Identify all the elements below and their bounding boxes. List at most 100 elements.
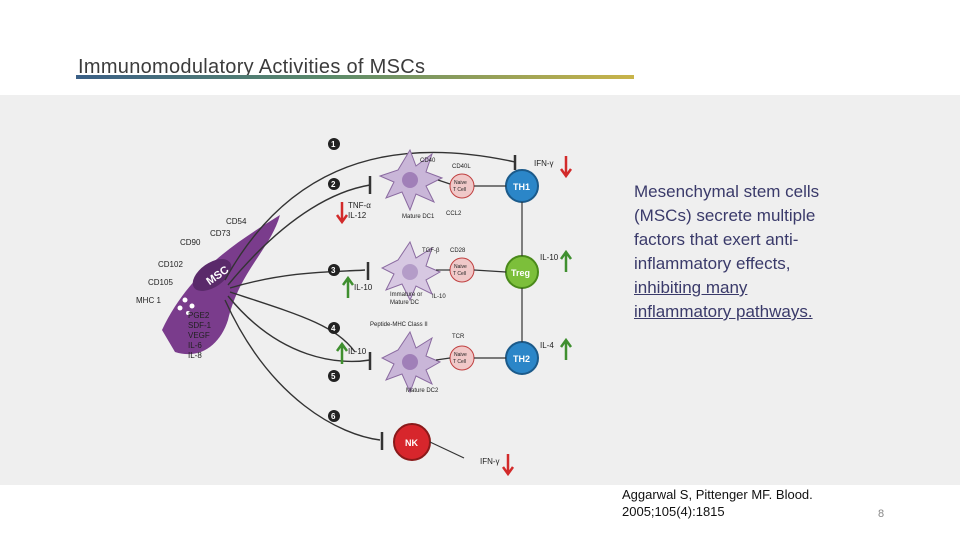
description-line-underlined: inhibiting many [634,278,748,297]
factor-label: PGE2 [188,311,210,320]
pathway-curve-1 [224,151,516,281]
dc2-marker: Peptide-MHC Class II [370,322,428,328]
msc-cell-body [162,215,280,355]
connector-line [437,179,451,185]
title-underline [76,75,634,79]
dc1-marker: CCL2 [446,211,462,217]
cytokine-label: IFN-γ [480,457,500,466]
cytokine-label: IL-4 [540,341,554,350]
dc1-marker: CD40L [452,164,471,170]
connector-line [435,357,451,361]
arrow-up-green [559,249,573,272]
arrow-up-green [341,275,355,298]
pathway-number: 5 [331,372,336,381]
cell-connectors [429,179,523,459]
naive-tcell-label: T Cell [453,359,466,365]
naive-tcell [449,345,475,371]
marker-label: CD90 [180,238,201,247]
secretory-granule [177,305,183,311]
dc-immature-marker: CD28 [450,248,466,254]
cytokine-label: IL-10 [540,253,559,262]
pathway-number: 6 [331,412,336,421]
secretory-granule [186,311,190,315]
surface-markers: CD54 CD73 CD90 CD102 CD105 MHC 1 [136,217,247,305]
dc-immature-label-1: Immature or [390,292,422,298]
pathway-curve-6 [224,299,381,441]
pathway-number: 2 [331,180,336,189]
dendritic-cell-dc2: Peptide-MHC Class II TCR Mature DC2 [370,322,465,394]
description-line: factors that exert anti- [634,230,799,249]
dc-immature-marker: TGF-β [422,248,440,254]
pathway-number: 3 [331,266,336,275]
connector-line [429,441,465,459]
factor-label: SDF-1 [188,321,212,330]
dendritic-cell-dc1: CD40 CD40L CCL2 Mature DC1 [378,148,471,220]
naive-tcell [449,257,475,283]
description-line-underlined: inflammatory pathways. [634,302,813,321]
dc-immature-marker: IL-10 [432,294,446,300]
dc2-nucleus [402,354,418,370]
description-line: (MSCs) secrete multiple [634,206,816,225]
connector-line [473,269,507,273]
naive-tcell-label: Naive [454,180,467,186]
cytokine-label: IFN-γ [534,159,554,168]
marker-label: CD105 [148,278,173,287]
inhibition-bars [366,155,517,450]
naive-tcell-label: Naive [454,264,467,270]
pathway-curves [224,151,516,441]
arrow-down-red [501,454,515,477]
marker-label: CD73 [210,229,231,238]
description-text: Mesenchymal stem cells (MSCs) secrete mu… [634,180,884,324]
pathway-number-badge [328,264,340,276]
dc-immature-nucleus [402,264,418,280]
citation-line: Aggarwal S, Pittenger MF. Blood. [622,487,813,502]
pathway-curve-3 [229,269,366,289]
arrow-down-red [335,202,349,225]
pathway-number-badge [328,370,340,382]
dc2-marker: TCR [452,334,465,340]
dc2-label: Mature DC2 [406,388,439,394]
factor-label: IL-6 [188,341,202,350]
secretory-granule [189,303,195,309]
description-line: inflammatory effects, [634,254,791,273]
pathway-number-badge [328,322,340,334]
dendritic-cell-immature: TGF-β CD28 IL-10 Immature or Mature DC [380,240,466,306]
cytokine-label: IL-10 [348,347,367,356]
dc1-nucleus [402,172,418,188]
th2-label: TH2 [513,354,530,364]
naive-tcell-label: T Cell [453,271,466,277]
cytokine-label: IL-12 [348,211,367,220]
msc-nucleus [192,259,232,291]
secreted-factors: PGE2 SDF-1 VEGF IL-6 IL-8 [188,311,212,360]
naive-tcell-label: Naive [454,352,467,358]
cytokine-labels: IFN-γ TNF-α IL-12 IL-10 IL-10 IL-10 IL-4… [348,159,559,466]
citation-line: 2005;105(4):1815 [622,504,725,519]
cytokine-label: TNF-α [348,201,371,210]
arrow-up-green [559,337,573,360]
citation: Aggarwal S, Pittenger MF. Blood. 2005;10… [622,486,813,520]
pathway-number: 4 [331,324,336,333]
pathway-number: 1 [331,140,336,149]
pathway-curve-5 [227,295,371,363]
pathway-numbers: 1 2 3 4 5 6 [328,138,340,422]
marker-label: CD102 [158,260,183,269]
dc1-label: Mature DC1 [402,214,435,220]
treg-label: Treg [511,268,530,278]
dc-immature-label-2: Mature DC [390,300,420,306]
arrow-up-green [335,341,349,364]
arrow-down-red [559,156,573,179]
naive-tcell-label: T Cell [453,187,466,193]
factor-label: IL-8 [188,351,202,360]
naive-tcells: Naive T Cell Naive T Cell Naive T Cell [449,173,475,371]
naive-tcell [449,173,475,199]
dc1-marker: CD40 [420,158,436,164]
pathway-number-badge [328,178,340,190]
slide-title: Immunomodulatory Activities of MSCs [78,56,426,77]
nk-label: NK [405,438,418,448]
description-line: Mesenchymal stem cells [634,182,820,201]
pathway-curve-2 [227,184,371,286]
th1-label: TH1 [513,182,530,192]
secretory-granule [182,297,188,303]
cytokine-label: IL-10 [354,283,373,292]
